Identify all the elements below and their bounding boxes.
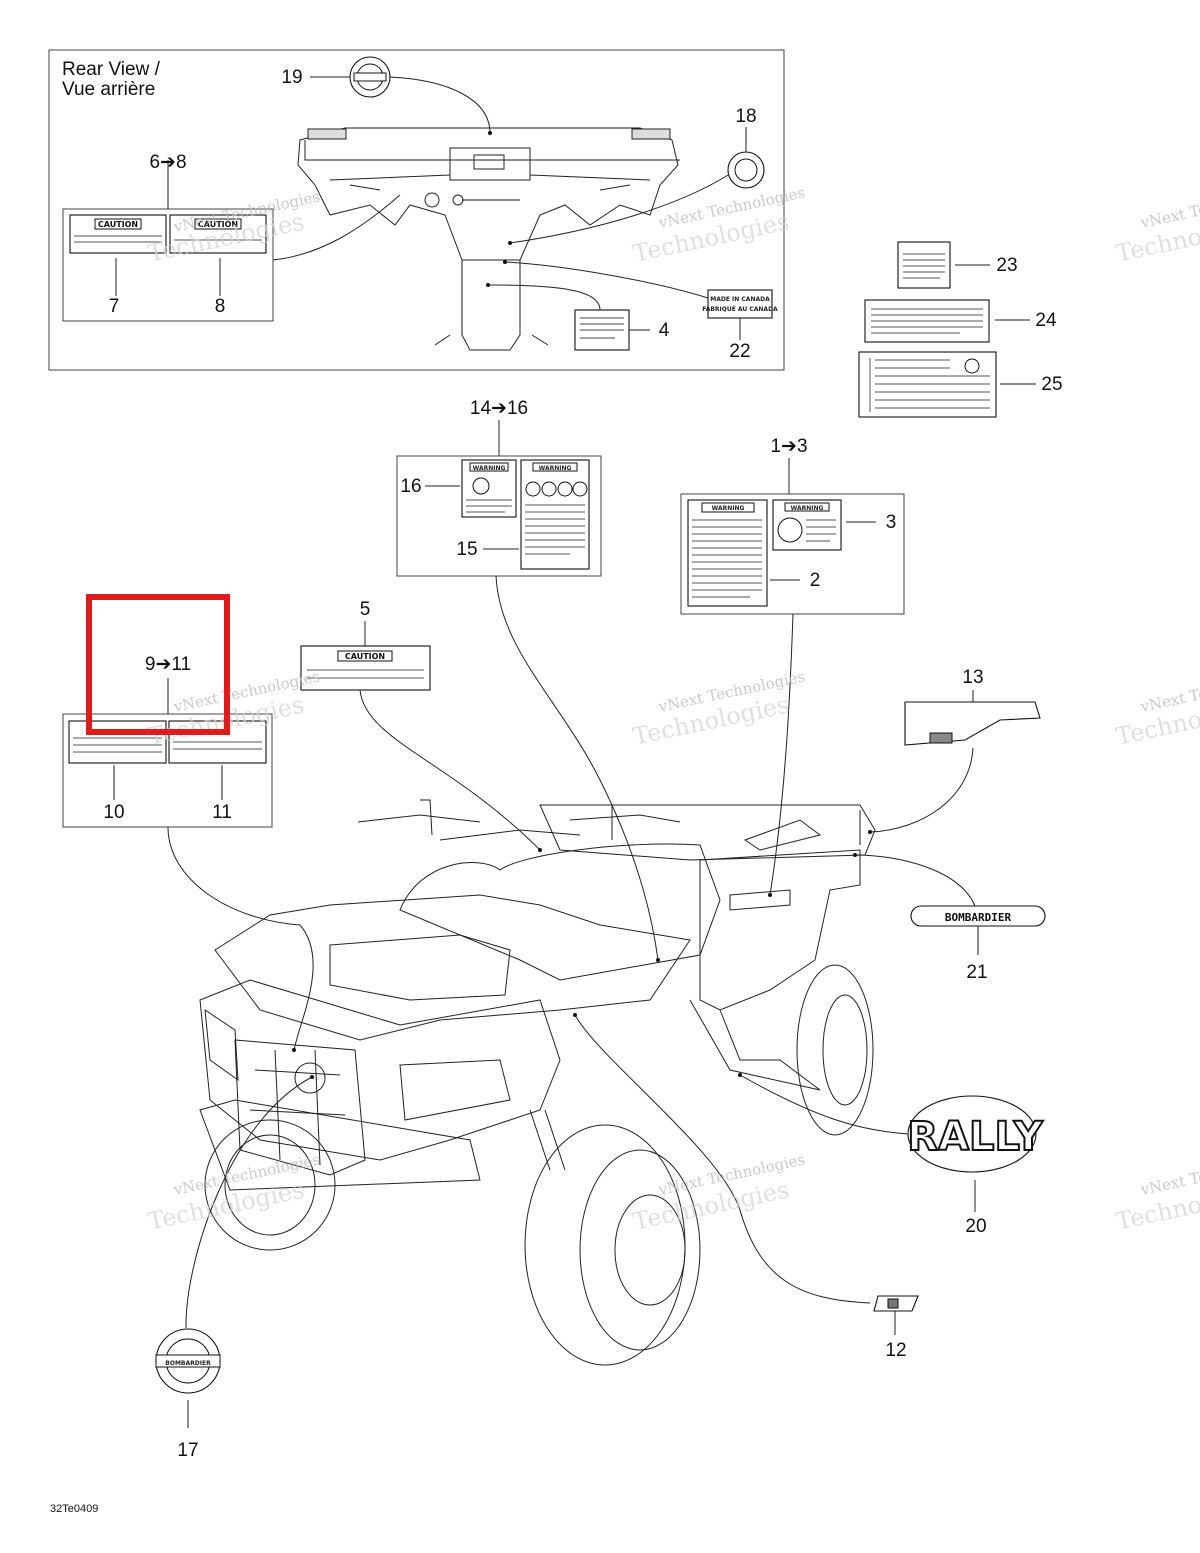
label-15-warning <box>520 459 590 570</box>
label-21-bombardier-text: BOMBARDIER <box>945 911 1012 924</box>
callout-22: 22 <box>729 341 750 362</box>
callout-3: 3 <box>886 512 897 533</box>
callout-11: 11 <box>212 802 232 823</box>
label-22-text-1: MADE IN CANADA <box>710 296 770 303</box>
callout-6-8: 6➔8 <box>149 152 186 173</box>
callout-20: 20 <box>965 1216 986 1237</box>
callout-2: 2 <box>810 570 821 591</box>
highlight-box <box>86 594 230 735</box>
callout-17: 17 <box>177 1440 198 1461</box>
callout-10: 10 <box>103 802 124 823</box>
label-15-warning-text: WARNING <box>539 465 572 472</box>
callout-25: 25 <box>1041 374 1062 395</box>
label-16-warning-text: WARNING <box>473 465 506 472</box>
callout-7: 7 <box>109 296 120 317</box>
label-10 <box>68 720 167 764</box>
callout-15: 15 <box>456 539 477 560</box>
callout-12: 12 <box>885 1340 906 1361</box>
label-22-text-2: FABRIQUÉ AU CANADA <box>702 305 778 313</box>
atv-rear-drawing <box>297 127 680 351</box>
figure-code: 32Te0409 <box>50 1503 98 1515</box>
atv-front-drawing <box>199 799 876 1366</box>
label-20-rally-text: RALLY <box>907 1114 1044 1160</box>
callout-13: 13 <box>962 667 983 688</box>
label-3-warning-text: WARNING <box>791 505 824 512</box>
callout-8: 8 <box>215 296 226 317</box>
rear-view-title-2: Vue arrière <box>62 79 155 100</box>
emblem-17-text: BOMBARDIER <box>165 1360 211 1367</box>
callout-16: 16 <box>400 476 421 497</box>
callout-14-16: 14➔16 <box>470 398 528 419</box>
label-8-caution-text: CAUTION <box>198 220 238 229</box>
label-7-caution <box>69 214 167 254</box>
callout-1-3: 1➔3 <box>770 436 807 457</box>
label-2-warning <box>687 499 768 607</box>
callout-24: 24 <box>1035 310 1057 331</box>
callout-21: 21 <box>966 962 987 983</box>
callout-5: 5 <box>360 599 371 620</box>
label-2-warning-text: WARNING <box>712 505 745 512</box>
callout-18: 18 <box>735 106 756 127</box>
callout-9-11: 9➔11 <box>145 654 191 675</box>
rear-view-title-1: Rear View / <box>62 59 161 80</box>
callout-19: 19 <box>281 67 302 88</box>
label-7-caution-text: CAUTION <box>98 220 138 229</box>
label-13-stripe <box>904 701 1041 746</box>
callout-4: 4 <box>659 320 670 341</box>
label-5-caution-text: CAUTION <box>345 652 385 661</box>
label-23 <box>897 241 951 289</box>
callout-23: 23 <box>996 255 1017 276</box>
label-22-made-in-canada <box>707 289 773 319</box>
